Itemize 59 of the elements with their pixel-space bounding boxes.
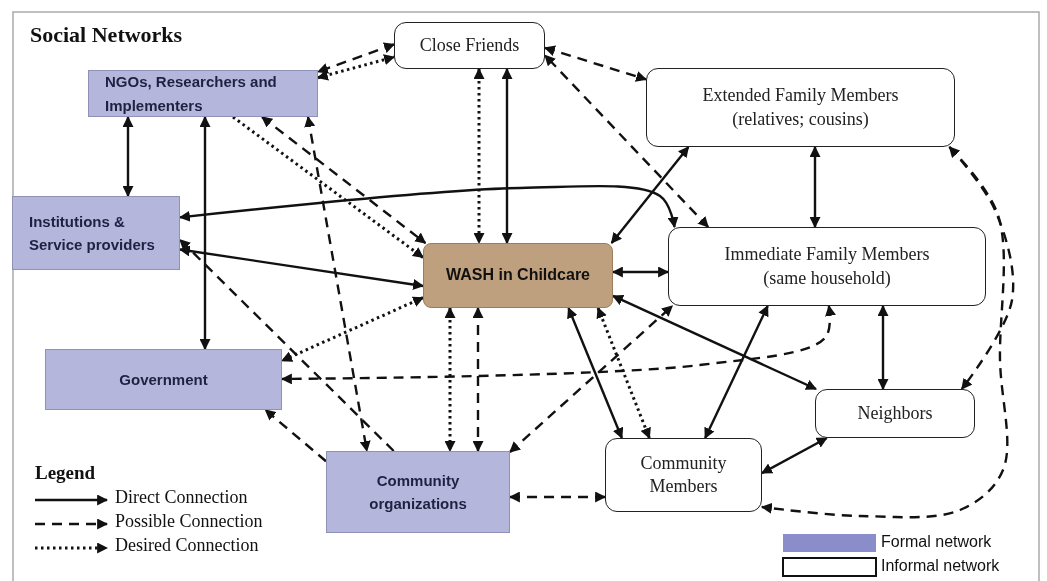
connector-arrow — [809, 145, 821, 229]
network-box — [646, 68, 955, 147]
legend-heading: Legend — [35, 462, 96, 484]
focus-box — [423, 243, 613, 308]
connector-arrow — [178, 184, 679, 229]
connector-arrow — [281, 296, 424, 363]
connector-arrow — [567, 307, 624, 439]
connector-arrow — [122, 115, 134, 198]
connector-arrow — [877, 304, 889, 391]
node-label: Community Members — [639, 451, 728, 498]
node-label: Extended Family Members (relatives; cousins) — [701, 84, 900, 131]
node-label: Community organizations — [368, 470, 468, 514]
node-label: Institutions & Service providers — [29, 211, 156, 255]
network-box — [45, 349, 282, 410]
network-box — [394, 22, 545, 69]
network-box — [88, 70, 318, 117]
diagram-title: Social Networks — [30, 22, 183, 48]
network-box — [605, 438, 762, 512]
legend-label: Possible Connection — [115, 511, 263, 532]
node-label: WASH in Childcare — [446, 265, 590, 286]
legend-label: Desired Connection — [115, 535, 259, 556]
connector-arrow — [316, 42, 396, 74]
network-box — [12, 196, 180, 270]
connector-arrow — [472, 306, 484, 453]
connector-arrow — [473, 67, 485, 245]
network-box — [326, 451, 510, 533]
node-label: Government — [119, 369, 208, 390]
connector-arrow — [948, 146, 1015, 390]
connector-arrow — [508, 491, 607, 503]
connector-arrow — [316, 54, 396, 81]
legend-label: Informal network — [881, 557, 1000, 575]
connector-arrow — [264, 409, 327, 463]
network-box — [668, 227, 986, 306]
connector-arrow — [509, 305, 674, 453]
connector-arrow — [232, 115, 424, 259]
connector-arrow — [612, 294, 817, 391]
connector-arrow — [179, 238, 395, 452]
connector-arrow — [444, 306, 456, 453]
connector-arrow — [544, 54, 709, 228]
legend-label: Formal network — [881, 533, 992, 551]
connector-arrow — [543, 45, 648, 82]
node-label: NGOs, Researchers and Implementers — [105, 72, 278, 116]
connector-arrow — [280, 304, 836, 385]
connector-arrow — [704, 305, 769, 439]
connector-arrow — [761, 436, 828, 475]
network-box — [815, 389, 975, 438]
connector-arrow — [199, 115, 211, 351]
connector-arrow — [501, 67, 513, 245]
connector-arrow — [596, 307, 651, 439]
legend-label: Direct Connection — [115, 487, 248, 508]
connector-arrow — [760, 146, 1009, 519]
connector-arrow — [610, 146, 690, 244]
connector-arrow — [304, 115, 371, 453]
connector-arrow — [261, 116, 427, 244]
connector-arrow — [611, 266, 670, 278]
node-label: Neighbors — [857, 401, 933, 425]
connector-arrow — [178, 245, 425, 290]
node-label: Immediate Family Members (same household) — [723, 243, 931, 290]
node-label: Close Friends — [419, 33, 520, 57]
